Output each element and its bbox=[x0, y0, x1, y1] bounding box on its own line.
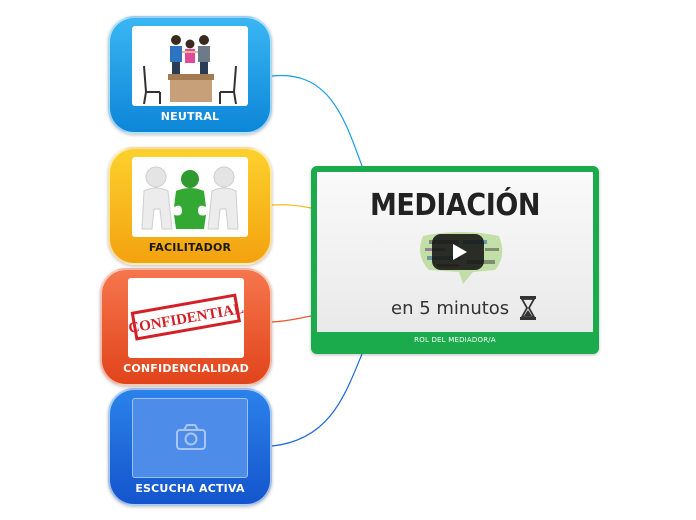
play-icon[interactable] bbox=[432, 234, 484, 270]
node-label-facilitador: FACILITADOR bbox=[148, 241, 232, 254]
hourglass-icon bbox=[520, 296, 536, 320]
node-confidencialidad[interactable]: CONFIDENTIAL CONFIDENCIALIDAD bbox=[100, 268, 272, 386]
node-escucha-activa[interactable]: ESCUCHA ACTIVA bbox=[108, 388, 272, 506]
node-label-confidencialidad: CONFIDENCIALIDAD bbox=[123, 362, 249, 375]
meeting-illustration-icon bbox=[132, 26, 248, 106]
node-neutral[interactable]: NEUTRAL bbox=[108, 16, 272, 134]
camera-icon bbox=[176, 424, 206, 450]
confidential-stamp-icon: CONFIDENTIAL bbox=[128, 278, 244, 358]
main-node-caption: ROL DEL MEDIADOR/A bbox=[414, 336, 496, 344]
connector-escucha bbox=[271, 353, 363, 447]
puzzle-people-icon bbox=[132, 157, 248, 237]
image-placeholder[interactable] bbox=[132, 398, 248, 478]
connector-neutral bbox=[271, 74, 363, 167]
node-label-escucha-activa: ESCUCHA ACTIVA bbox=[135, 482, 245, 495]
node-facilitador[interactable]: FACILITADOR bbox=[108, 147, 272, 265]
node-label-neutral: NEUTRAL bbox=[160, 110, 220, 123]
connector-facilitador bbox=[271, 204, 312, 209]
video-thumbnail[interactable]: MEDIACIÓN en 5 minutos bbox=[317, 172, 593, 332]
video-subtitle: en 5 minutos bbox=[391, 298, 510, 319]
video-title: MEDIACIÓN bbox=[369, 188, 541, 223]
main-node[interactable]: MEDIACIÓN en 5 minutos ROL DEL MEDIADOR/… bbox=[311, 166, 599, 354]
connector-confidencialidad bbox=[271, 315, 312, 323]
